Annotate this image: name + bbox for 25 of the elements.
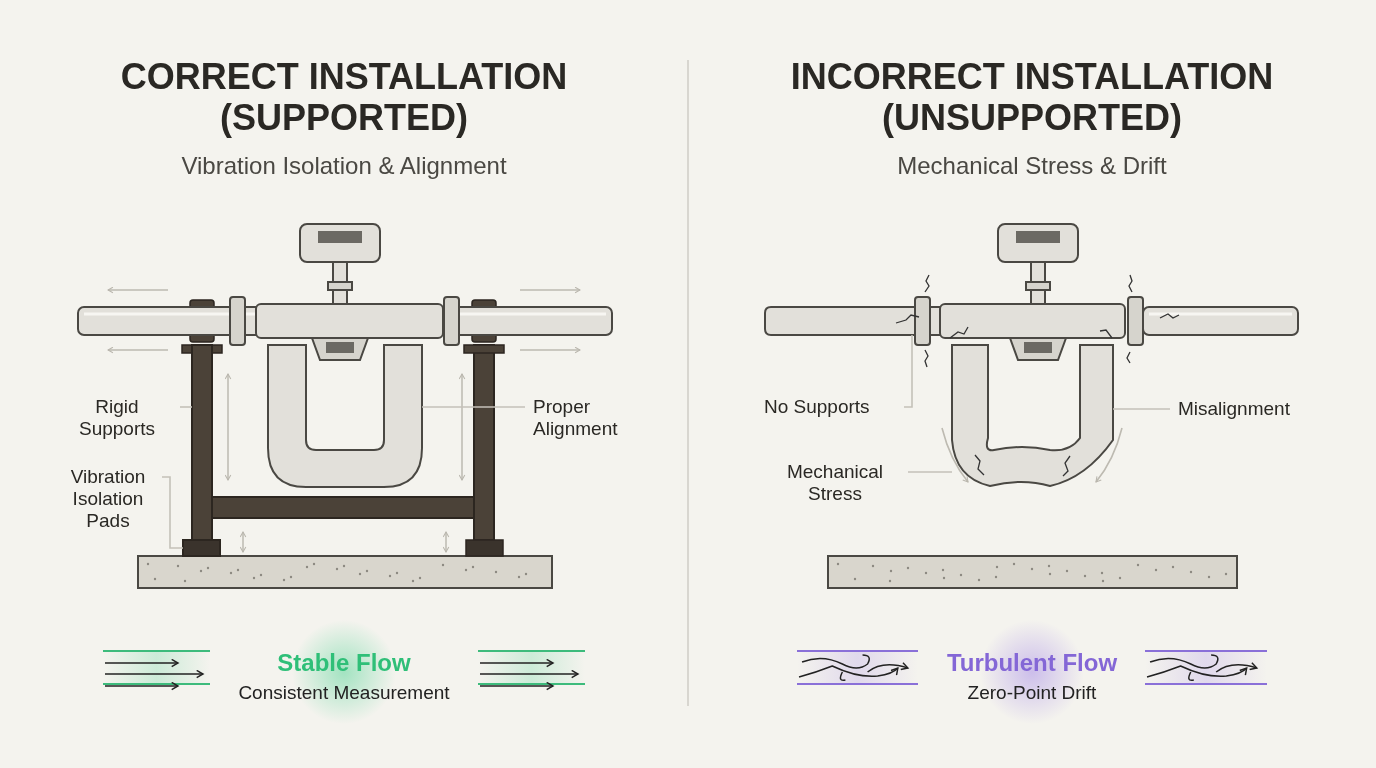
flow-status-title: Stable Flow [276,649,412,677]
leader-line [903,334,913,408]
u-tube [951,344,1114,487]
flow-status-text: Consistent Measurement [237,682,451,704]
u-tube [267,344,423,488]
callout-label: Vibration Isolation Pads [60,466,156,532]
panel-subtitle: Mechanical Stress & Drift [896,152,1168,180]
leader-line [907,471,953,473]
panel-subtitle: Vibration Isolation & Alignment [180,152,508,180]
leader-line [179,406,193,408]
panel-heading: CORRECT INSTALLATION (SUPPORTED) [119,56,569,139]
callout-label: Mechanical Stress [770,461,900,505]
callout-label: Misalignment [1178,398,1318,420]
leader-line [421,406,526,408]
pipe [764,306,916,336]
callout-label: Proper Alignment [533,396,643,440]
leader-line [161,476,184,549]
flow-status-title: Turbulent Flow [945,649,1119,677]
isolation-pad [182,539,221,557]
leader-line [1112,408,1171,410]
callout-label: No Supports [764,396,898,418]
panel-heading: INCORRECT INSTALLATION (UNSUPPORTED) [789,56,1275,139]
callout-label: Rigid Supports [62,396,172,440]
flow-status-text: Zero-Point Drift [966,682,1098,704]
support-column [191,344,213,541]
